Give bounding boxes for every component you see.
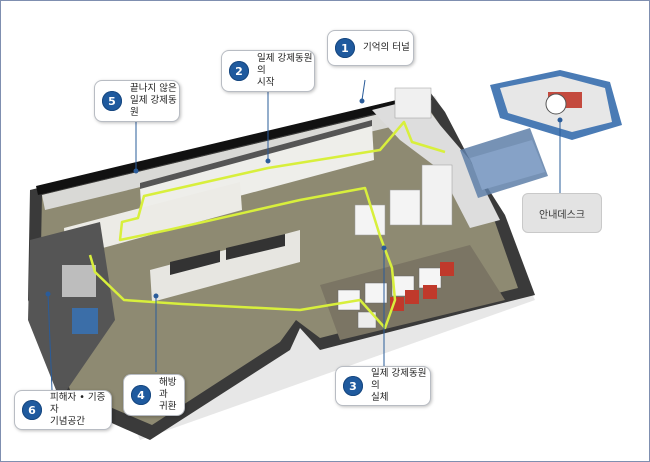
badge-number: 6 [22, 400, 42, 420]
connector-corridor-floor [470, 140, 545, 190]
callout-label: 끝나지 않은 일제 강제동원 [130, 83, 177, 118]
room-block-d [354, 204, 386, 236]
section-6-exhibit [72, 308, 98, 334]
display-case-1 [170, 250, 220, 275]
section-3-cubicles [337, 262, 454, 329]
section-6-stairs [62, 265, 96, 297]
right-wing-walls [372, 98, 500, 228]
gallery-wall-unfinished [64, 182, 242, 258]
callout-forced-mobilization-start[interactable]: 2 일제 강제동원의 시작 [221, 50, 315, 92]
north-wall [42, 103, 428, 210]
callout-liberation-return[interactable]: 4 해방과 귀환 [123, 374, 185, 416]
room-block-b [421, 164, 453, 226]
badge-number: 5 [102, 91, 122, 111]
callout-victims-donors-memorial[interactable]: 6 피해자 • 기증자 기념공간 [14, 390, 112, 430]
callout-label: 피해자 • 기증자 기념공간 [50, 392, 106, 427]
callout-unfinished-mobilization[interactable]: 5 끝나지 않은 일제 강제동원 [94, 80, 180, 122]
callout-label: 기억의 터널 [363, 42, 410, 53]
callout-label: 해방과 귀환 [159, 377, 177, 412]
display-case-2 [226, 234, 285, 260]
callout-memory-tunnel[interactable]: 1 기억의 터널 [327, 30, 414, 66]
badge-number: 1 [335, 38, 355, 58]
callout-forced-mobilization-reality[interactable]: 3 일제 강제동원의 실체 [335, 366, 431, 406]
badge-number: 3 [343, 376, 363, 396]
callout-label: 일제 강제동원의 실체 [371, 368, 427, 403]
badge-number: 4 [131, 385, 151, 405]
room-block-c [389, 189, 421, 226]
lobby-desk [545, 93, 567, 115]
gallery-wall-start-top [140, 120, 372, 189]
leader-lines [45, 79, 563, 391]
visitor-route [88, 120, 446, 330]
callout-label: 일제 강제동원의 시작 [257, 53, 313, 88]
badge-number: 2 [229, 61, 249, 81]
info-desk-label[interactable]: 안내데스크 [522, 193, 602, 233]
room-block-a [394, 87, 432, 119]
